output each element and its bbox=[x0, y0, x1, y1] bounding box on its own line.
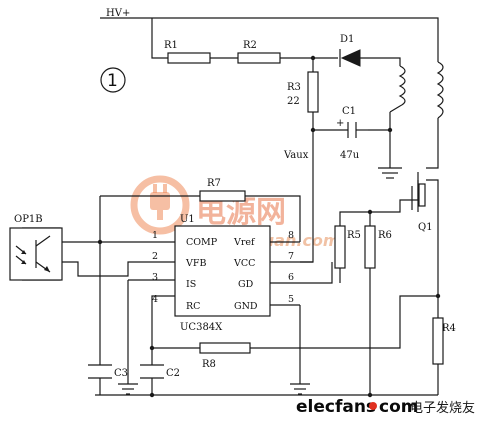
capacitor-c3 bbox=[88, 364, 112, 379]
brand-dot-icon bbox=[369, 402, 377, 410]
pin-3-num: 3 bbox=[152, 272, 158, 283]
pin-1-num: 1 bbox=[152, 230, 158, 241]
resistor-r2 bbox=[237, 52, 281, 64]
svg-text:+: + bbox=[336, 118, 344, 129]
transformer-winding-primary bbox=[436, 61, 444, 119]
d1-label: D1 bbox=[340, 34, 354, 45]
ic-part: UC384X bbox=[180, 322, 223, 333]
r7-label: R7 bbox=[207, 178, 221, 189]
wires bbox=[22, 17, 439, 396]
transformer-winding-aux bbox=[389, 65, 406, 113]
pin-5-name: GND bbox=[234, 301, 258, 312]
resistor-r4 bbox=[432, 317, 444, 365]
r6-label: R6 bbox=[378, 230, 392, 241]
junction-dots bbox=[97, 55, 441, 398]
pin-8-num: 8 bbox=[288, 230, 294, 241]
circle-number-badge: 1 bbox=[100, 67, 126, 93]
pin-4-num: 4 bbox=[152, 294, 158, 305]
pin-7-num: 7 bbox=[288, 251, 294, 262]
resistor-r8 bbox=[199, 342, 251, 354]
r3-value: 22 bbox=[287, 96, 300, 107]
circle-number: 1 bbox=[107, 71, 118, 91]
r4-label: R4 bbox=[442, 323, 456, 334]
supply-label: HV+ bbox=[106, 8, 130, 19]
pin-3-name: IS bbox=[186, 279, 196, 290]
pin-4-name: RC bbox=[186, 301, 200, 312]
pin-2-name: VFB bbox=[185, 258, 206, 269]
plug-logo-icon bbox=[130, 175, 190, 235]
c1-label: C1 bbox=[342, 106, 356, 117]
ic-ref: U1 bbox=[180, 214, 195, 225]
resistor-r3 bbox=[307, 71, 319, 113]
ground-symbol-pin3 bbox=[118, 383, 138, 395]
optocoupler-label: OP1B bbox=[14, 214, 43, 225]
r1-label: R1 bbox=[164, 40, 178, 51]
mosfet-q1 bbox=[411, 180, 426, 212]
brand-com-text: com bbox=[379, 397, 418, 417]
r8-label: R8 bbox=[202, 359, 216, 370]
q1-label: Q1 bbox=[418, 222, 433, 233]
brand-elec-text: elecfans bbox=[296, 397, 376, 417]
brand-cn-text: 电子发烧友 bbox=[410, 400, 475, 416]
pin-1-name: COMP bbox=[186, 237, 218, 248]
r2-label: R2 bbox=[243, 40, 257, 51]
resistor-r5 bbox=[334, 225, 346, 269]
vaux-label: Vaux bbox=[283, 150, 309, 161]
ic-u1 bbox=[174, 225, 313, 317]
pin-7-name: VCC bbox=[233, 258, 255, 269]
capacitor-c2 bbox=[140, 364, 164, 379]
c3-label: C3 bbox=[114, 368, 128, 379]
resistor-r6 bbox=[364, 225, 376, 269]
ground-symbol-c1 bbox=[378, 167, 402, 179]
pin-8-name: Vref bbox=[233, 237, 256, 248]
optocoupler-transistor-icon bbox=[9, 227, 63, 281]
ground-symbol-pin5 bbox=[290, 383, 310, 395]
capacitor-c1: + bbox=[336, 118, 368, 138]
r5-label: R5 bbox=[347, 230, 361, 241]
pin-5-num: 5 bbox=[288, 294, 294, 305]
resistor-r7 bbox=[199, 190, 246, 202]
elecfans-brand: elecfans com 电子发烧友 bbox=[296, 397, 475, 417]
diode-d1 bbox=[339, 49, 361, 67]
pin-2-num: 2 bbox=[152, 251, 158, 262]
pin-6-num: 6 bbox=[288, 272, 294, 283]
c2-label: C2 bbox=[166, 368, 180, 379]
c1-value: 47u bbox=[340, 150, 360, 161]
pin-6-name: GD bbox=[238, 279, 254, 290]
resistor-r1 bbox=[167, 52, 211, 64]
r3-label: R3 bbox=[287, 82, 301, 93]
